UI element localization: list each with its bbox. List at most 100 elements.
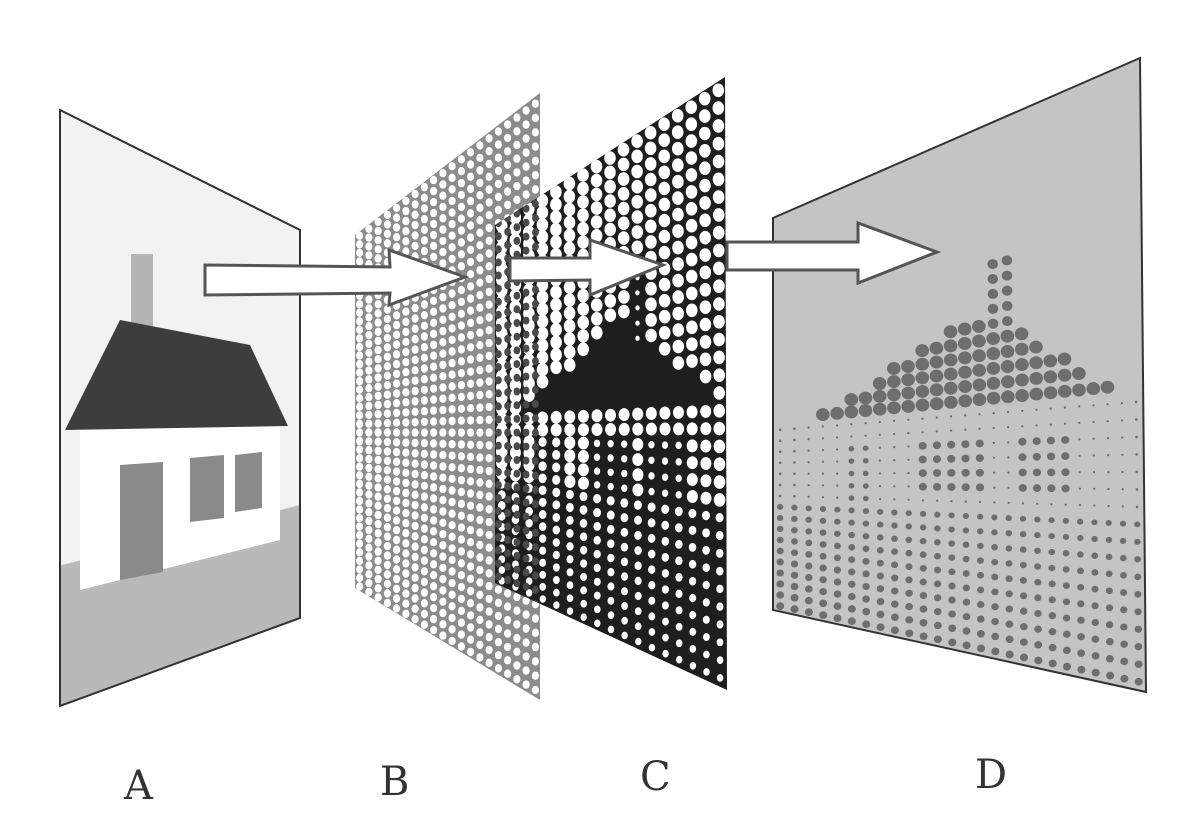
overlap-hole [513,360,521,369]
halftone-dot [918,442,927,450]
exposure-dot [716,674,724,682]
screen-hole [448,451,456,460]
overlap-hole [532,214,539,223]
screen-hole [420,353,428,362]
screen-hole [531,113,540,123]
screen-hole [439,586,447,595]
halftone-dot [932,441,942,450]
screen-hole [393,360,401,369]
screen-hole [457,262,465,271]
exposure-dot [604,208,616,223]
screen-hole [448,428,456,437]
screen-hole [411,303,419,313]
halftone-dot [993,501,996,504]
exposure-dot [672,191,684,205]
halftone-dot [919,510,927,517]
screen-hole [383,352,391,361]
screen-hole [467,245,475,254]
halftone-dot [986,347,1001,360]
screen-hole [374,327,382,336]
halftone-dot [1078,454,1081,457]
halftone-dot [793,495,796,498]
halftone-dot [964,414,967,417]
screen-hole [448,416,456,426]
exposure-dot [539,546,547,555]
exposure-dot [702,510,710,521]
halftone-dot [1036,502,1039,505]
exposure-dot [700,404,712,418]
exposure-dot [634,622,642,631]
screen-hole [374,565,382,575]
screen-hole [365,384,373,393]
halftone-dot [1077,551,1084,558]
halftone-dot [1092,437,1095,440]
exposure-dot [713,297,725,311]
halftone-dot [986,332,1000,346]
halftone-dot [976,542,984,550]
exposure-dot [550,348,562,362]
halftone-dot [962,598,971,606]
screen-hole [522,134,530,143]
screen-hole [522,652,530,661]
screen-hole [365,481,373,490]
screen-hole [439,405,447,415]
screen-hole [356,308,364,317]
overlap-hole [522,288,530,297]
exposure-dot [688,576,697,586]
overlap-hole [522,470,530,479]
halftone-dot [919,605,928,613]
halftone-dot [958,336,972,350]
halftone-dot [972,334,986,348]
halftone-dot [907,418,910,421]
exposure-dot [566,594,574,603]
screen-hole [494,127,502,136]
halftone-dot [1134,573,1142,581]
screen-hole [374,391,382,401]
screen-hole [457,475,465,485]
halftone-dot [991,544,998,551]
screen-hole [374,345,382,355]
exposure-dot [645,203,657,218]
exposure-dot [536,326,549,341]
halftone-dot [975,454,984,462]
screen-hole [411,615,419,624]
exposure-dot [552,538,560,547]
halftone-dot [958,394,972,408]
halftone-dot [1000,329,1015,343]
exposure-dot [685,218,698,233]
screen-hole [402,559,410,568]
screen-hole [402,418,410,427]
screen-hole [485,198,493,207]
halftone-dot [1121,488,1124,491]
exposure-dot [703,668,710,676]
halftone-dot [1032,437,1041,445]
halftone-dot [986,376,1001,390]
screen-hole [356,385,364,394]
exposure-dot [716,584,724,594]
screen-hole [356,359,364,369]
screen-hole [448,636,456,646]
overlap-hole [495,441,502,450]
halftone-dot [1062,630,1071,638]
screen-hole [383,541,391,551]
halftone-dot [804,585,813,593]
exposure-dot [620,572,629,581]
screen-hole [411,335,419,344]
screen-hole [402,327,410,337]
screen-hole [402,539,410,548]
screen-hole [420,567,428,576]
exposure-dot [699,265,712,280]
halftone-dot [791,515,798,522]
screen-hole [476,440,484,450]
halftone-dot [905,589,913,597]
exposure-dot [648,581,656,590]
screen-hole [439,608,447,618]
exposure-dot [689,645,697,653]
exposure-dot [580,599,587,608]
exposure-dot [634,591,642,601]
exposure-dot [537,411,549,425]
halftone-dot [1120,640,1128,648]
exposure-dot [648,440,655,449]
halftone-dot [1005,560,1013,567]
screen-hole [356,419,364,429]
